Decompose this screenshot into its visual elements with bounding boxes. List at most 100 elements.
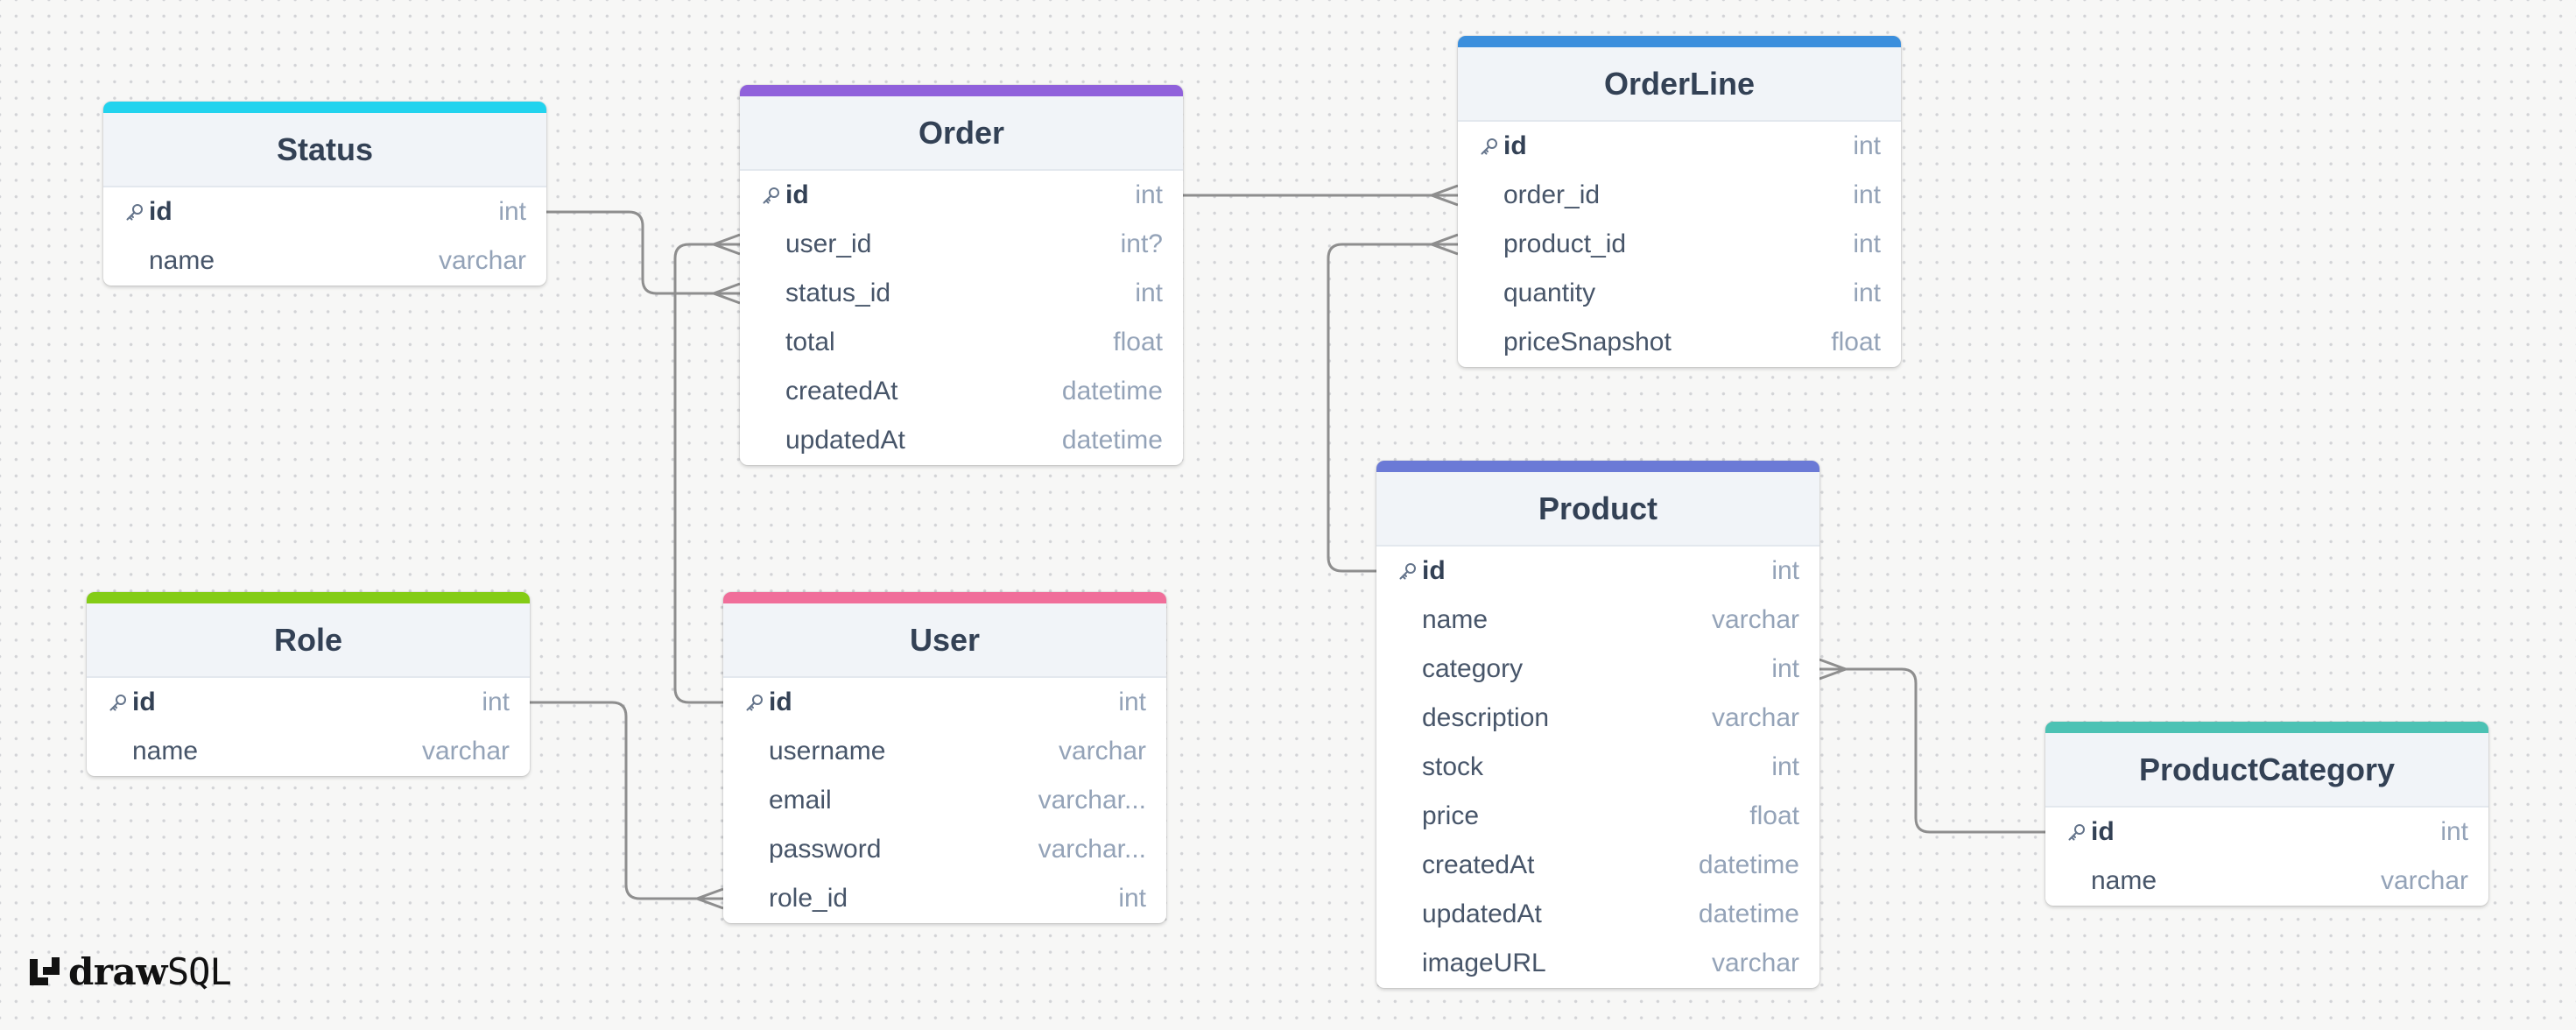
key-slot [2065, 869, 2089, 893]
key-slot [1396, 657, 1420, 681]
primary-key-icon [1399, 563, 1416, 580]
table-title[interactable]: Order [740, 96, 1183, 171]
column-type: varchar... [1038, 786, 1146, 815]
column-row[interactable]: username varchar [723, 727, 1166, 776]
key-slot [743, 739, 767, 764]
column-row[interactable]: email varchar... [723, 776, 1166, 825]
column-type: float [1113, 328, 1163, 356]
relation-line[interactable] [530, 701, 723, 900]
column-type: varchar [2380, 866, 2468, 895]
table-title[interactable]: Role [87, 603, 530, 678]
key-slot [759, 330, 784, 355]
column-type: datetime [1698, 850, 1799, 879]
column-row[interactable]: id int [87, 678, 530, 727]
column-name: username [769, 737, 886, 765]
column-name: email [769, 786, 832, 815]
relation-line[interactable] [546, 210, 740, 295]
column-type: varchar [1711, 949, 1799, 977]
primary-key-slot [1396, 559, 1420, 583]
column-name: id [1503, 131, 1527, 160]
column-name: quantity [1503, 279, 1596, 307]
column-name: updatedAt [1422, 899, 1542, 928]
table-title[interactable]: User [723, 603, 1166, 678]
column-row[interactable]: id int [723, 678, 1166, 727]
key-slot [759, 232, 784, 257]
column-name: imageURL [1422, 949, 1546, 977]
table-user[interactable]: User id int username varchar email varchar...… [723, 592, 1166, 923]
column-type: int [482, 688, 510, 716]
primary-key-slot [743, 690, 767, 715]
table-title[interactable]: OrderLine [1458, 47, 1901, 122]
column-name: status_id [785, 279, 891, 307]
column-name: name [132, 737, 199, 765]
relation-line[interactable] [673, 243, 740, 704]
column-type: int [1853, 229, 1881, 258]
column-row[interactable]: name varchar [87, 727, 530, 776]
column-name: priceSnapshot [1503, 328, 1672, 356]
column-type: float [1831, 328, 1881, 356]
primary-key-icon [1481, 138, 1497, 155]
column-name: category [1422, 654, 1524, 683]
relation-line[interactable] [1819, 667, 2045, 834]
key-slot [123, 249, 147, 273]
column-name: name [1422, 605, 1489, 634]
column-row[interactable]: updatedAt datetime [1376, 890, 1819, 939]
column-row[interactable]: createdAt datetime [1376, 841, 1819, 890]
column-type: int [1118, 884, 1146, 913]
table-title[interactable]: ProductCategory [2045, 733, 2488, 808]
column-type: datetime [1698, 899, 1799, 928]
crows-foot-icon [713, 282, 741, 305]
column-row[interactable]: imageURL varchar [1376, 939, 1819, 988]
key-slot [759, 379, 784, 404]
column-type: int [1853, 180, 1881, 209]
column-type: int [1771, 556, 1799, 585]
primary-key-icon [109, 695, 126, 711]
column-name: id [1422, 556, 1446, 585]
column-name: id [769, 688, 792, 716]
column-row[interactable]: priceSnapshot float [1458, 318, 1901, 367]
column-name: createdAt [1422, 850, 1535, 879]
column-name: id [132, 688, 156, 716]
column-name: product_id [1503, 229, 1627, 258]
column-row[interactable]: product_id int [1458, 220, 1901, 269]
column-type: varchar [421, 737, 510, 765]
column-type: varchar [1711, 703, 1799, 732]
table-role[interactable]: Role id int name varchar [87, 592, 530, 776]
key-slot [1477, 183, 1502, 208]
relation-line[interactable] [1327, 243, 1458, 573]
key-slot [1396, 804, 1420, 829]
table-title[interactable]: Status [103, 113, 546, 187]
table-title[interactable]: Product [1376, 472, 1819, 547]
crows-foot-icon [1431, 184, 1459, 207]
column-name: id [785, 180, 809, 209]
column-row[interactable]: id int [1376, 547, 1819, 596]
primary-key-icon [2068, 824, 2085, 841]
column-type: int [1118, 688, 1146, 716]
column-type: varchar [1058, 737, 1146, 765]
